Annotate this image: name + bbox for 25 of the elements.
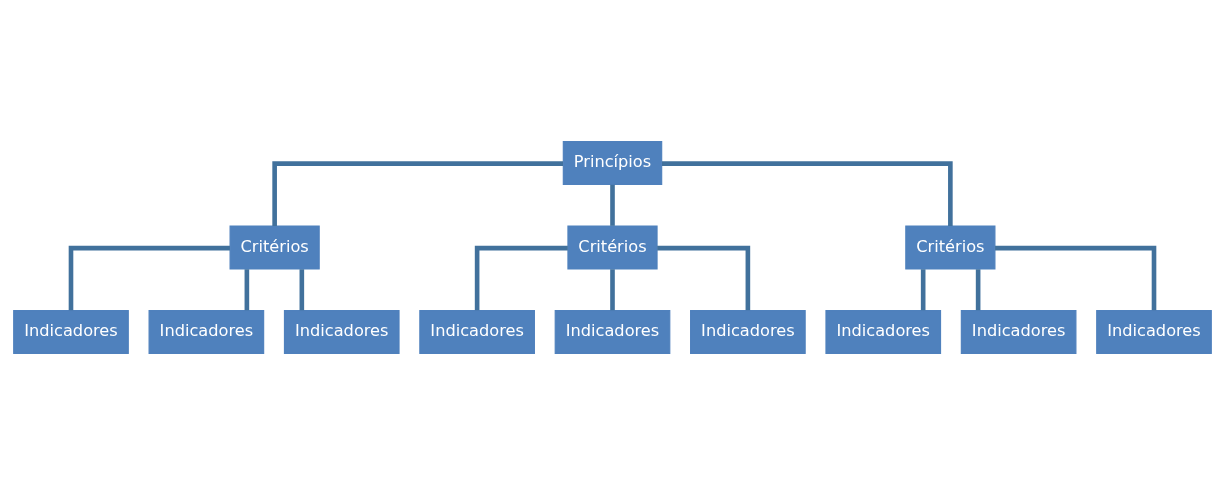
- connector: [299, 268, 305, 310]
- node-box: Indicadores: [13, 309, 129, 354]
- connector: [272, 160, 563, 226]
- connector: [657, 245, 751, 310]
- node-box: Indicadores: [419, 309, 535, 354]
- node-box: Indicadores: [148, 309, 265, 354]
- node-box: Indicadores: [960, 309, 1077, 354]
- connector: [662, 160, 953, 226]
- connector: [995, 245, 1157, 310]
- connector: [244, 268, 250, 310]
- connector: [975, 268, 981, 310]
- connector: [474, 245, 568, 310]
- node-box: Critérios: [229, 225, 320, 269]
- connector: [610, 184, 615, 226]
- connector: [920, 268, 926, 310]
- node-box: Critérios: [905, 225, 996, 269]
- node-box: Indicadores: [554, 309, 671, 354]
- node-box: Critérios: [567, 225, 658, 269]
- node-box: Indicadores: [283, 309, 400, 354]
- connector: [610, 268, 615, 310]
- node-box: Indicadores: [825, 309, 942, 354]
- node-box: Indicadores: [1096, 309, 1212, 354]
- connector: [68, 245, 230, 310]
- node-box: Indicadores: [690, 309, 806, 354]
- node-box: Princípios: [562, 140, 663, 185]
